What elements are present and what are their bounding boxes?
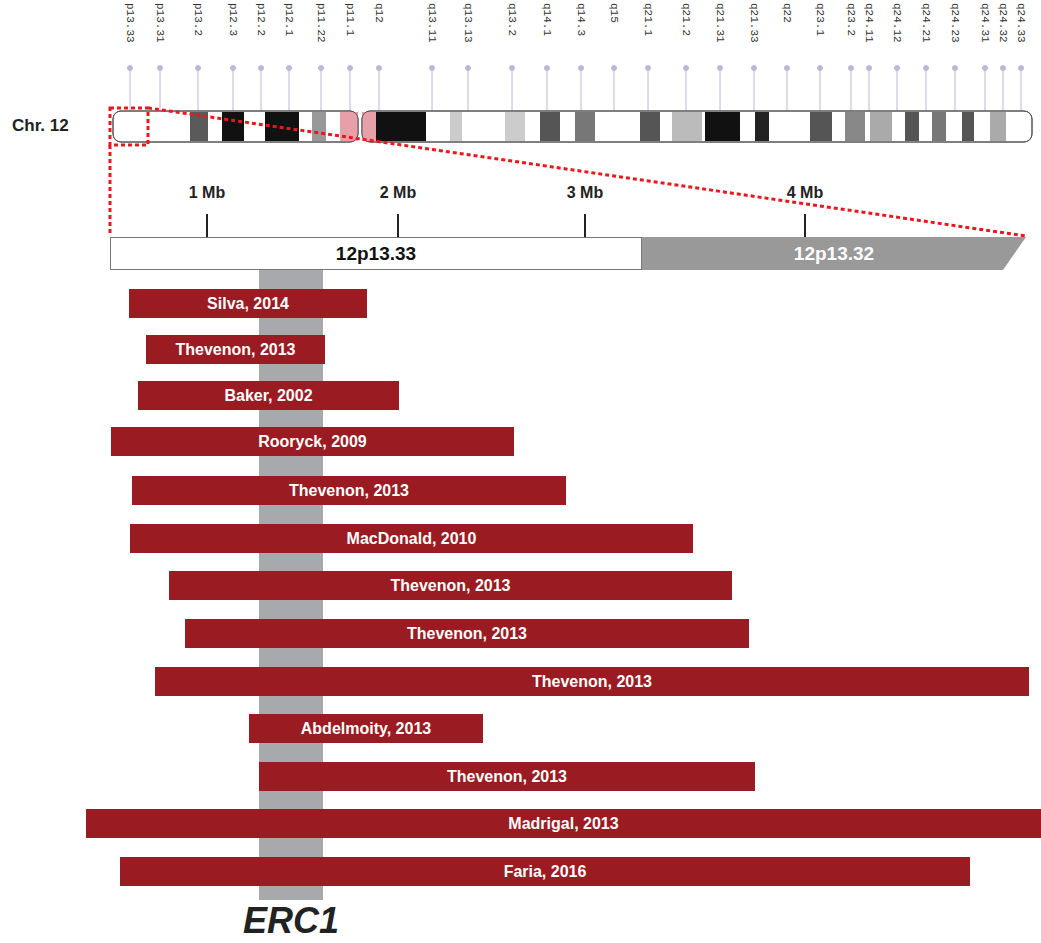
band-label: q13.13 (462, 3, 474, 43)
band-label: p13.33 (124, 3, 136, 43)
deletion-bar: Thevenon, 2013 (185, 619, 749, 648)
deletion-bar: Thevenon, 2013 (155, 667, 1029, 696)
scale-label: 1 Mb (189, 184, 225, 202)
zoom-lines (110, 108, 1026, 236)
band-ticks (128, 66, 1024, 112)
deletion-bar: Thevenon, 2013 (146, 335, 325, 364)
band-label: q24.21 (920, 3, 932, 43)
node-text: Thevenon, 2013 (447, 768, 567, 786)
node-text: Baker, 2002 (224, 387, 312, 405)
band-label: p11.22 (315, 3, 327, 43)
band-segment: 12p13.32 (642, 237, 1026, 270)
node-text: Thevenon, 2013 (175, 341, 295, 359)
node-text: Thevenon, 2013 (289, 482, 409, 500)
band-label: q24.12 (891, 3, 903, 43)
deletion-bar: Thevenon, 2013 (259, 762, 755, 791)
deletion-bar: Thevenon, 2013 (132, 476, 566, 505)
node-text: Silva, 2014 (207, 295, 289, 313)
node-text: Faria, 2016 (504, 863, 587, 881)
node-text: Madrigal, 2013 (508, 815, 618, 833)
node-text: Abdelmoity, 2013 (301, 720, 431, 738)
deletion-bar: Faria, 2016 (120, 857, 970, 886)
band-label: q12 (373, 3, 385, 23)
node-text: Thevenon, 2013 (407, 625, 527, 643)
band-label: q13.2 (506, 3, 518, 36)
node-text: MacDonald, 2010 (347, 530, 477, 548)
band-label: q14.3 (575, 3, 587, 36)
node-text: Rooryck, 2009 (258, 433, 367, 451)
band-label: q23.1 (814, 3, 826, 36)
band-label: q24.23 (949, 3, 961, 43)
band-segment: 12p13.33 (110, 237, 642, 270)
band-label: q21.33 (748, 3, 760, 43)
band-label: p12.1 (283, 3, 295, 36)
gene-label: ERC1 (243, 900, 339, 942)
band-label: p12.2 (255, 3, 267, 36)
chromosome (113, 111, 1032, 142)
band-label: p11.1 (344, 3, 356, 36)
band-label: q13.11 (426, 3, 438, 43)
deletion-bar: Abdelmoity, 2013 (249, 714, 483, 743)
deletion-bar: Silva, 2014 (129, 289, 367, 318)
band-label: q21.31 (714, 3, 726, 43)
band-label: q24.11 (863, 3, 875, 43)
deletion-bar: Baker, 2002 (138, 381, 399, 410)
node-text: 12p13.32 (794, 243, 874, 265)
band-label: p13.2 (192, 3, 204, 36)
band-label: q24.32 (997, 3, 1009, 43)
band-label: q24.33 (1015, 3, 1027, 43)
band-label: q21.2 (680, 3, 692, 36)
band-label: q24.31 (979, 3, 991, 43)
scale-label: 2 Mb (380, 184, 416, 202)
node-text: Thevenon, 2013 (532, 673, 652, 691)
band-label: q15 (608, 3, 620, 23)
band-label: q22 (781, 3, 793, 23)
band-label: q14.1 (541, 3, 553, 36)
node-text: 12p13.33 (336, 243, 416, 265)
deletion-bar: Rooryck, 2009 (111, 427, 514, 456)
deletion-bar: MacDonald, 2010 (130, 524, 693, 553)
scale-ticks (207, 214, 805, 237)
deletion-bar: Thevenon, 2013 (169, 571, 732, 600)
deletion-bar: Madrigal, 2013 (86, 809, 1041, 838)
band-label: q23.2 (845, 3, 857, 36)
scale-label: 4 Mb (787, 184, 823, 202)
chromosome-label: Chr. 12 (12, 116, 69, 136)
band-label: p13.31 (154, 3, 166, 43)
scale-label: 3 Mb (565, 184, 605, 202)
band-label: q21.1 (642, 3, 654, 36)
band-label: p12.3 (227, 3, 239, 36)
node-text: Thevenon, 2013 (390, 577, 510, 595)
